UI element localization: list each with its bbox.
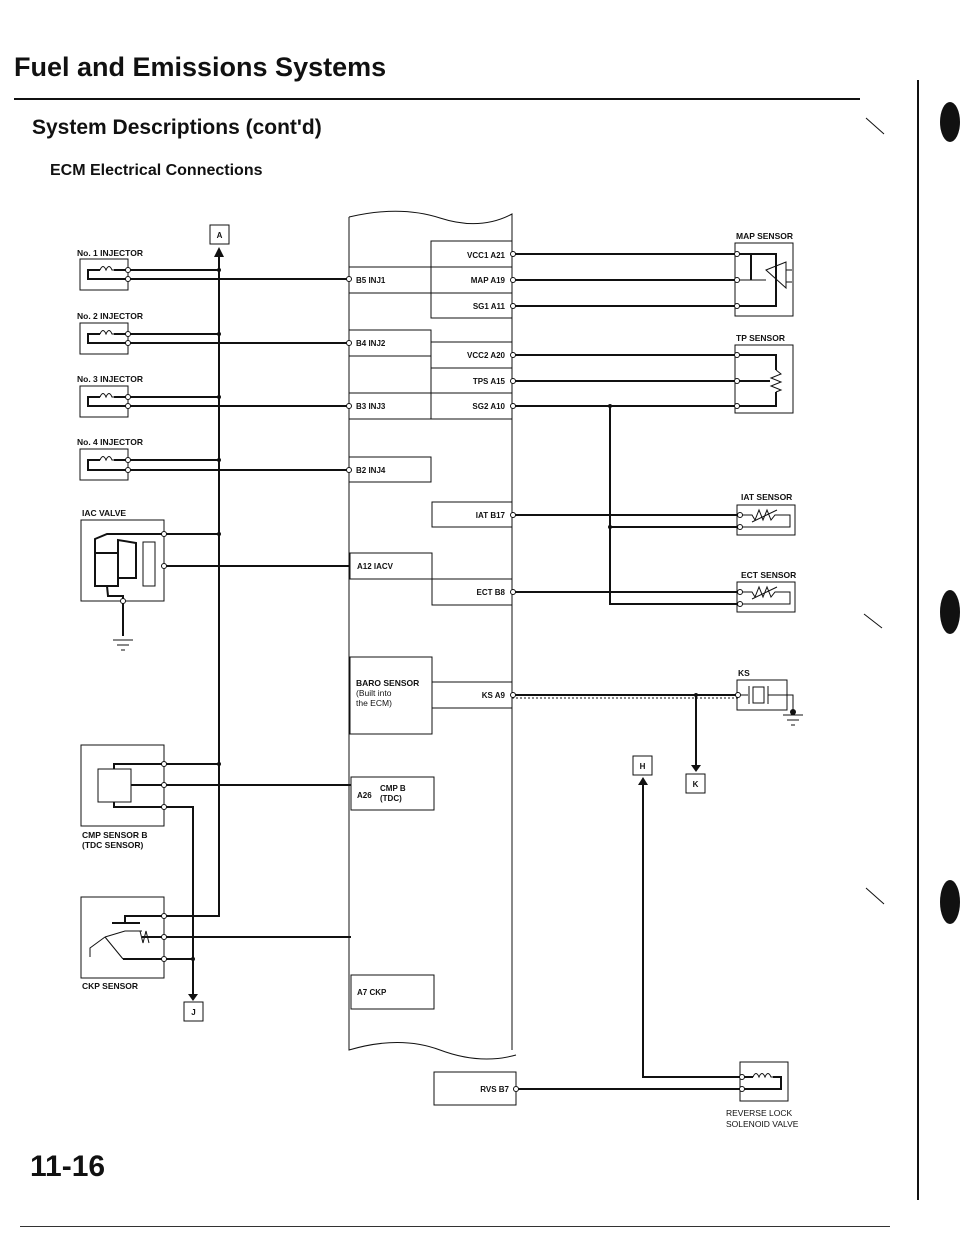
pin-inj1: B5 INJ1 (356, 276, 386, 285)
pin-inj2: B4 INJ2 (356, 339, 386, 348)
iat-sensor-label: IAT SENSOR (741, 492, 792, 502)
pin-ect: ECT B8 (477, 588, 506, 597)
connector-k-label: K (693, 780, 699, 789)
pin-cmp-name: CMP B (380, 784, 406, 793)
baro-label-3: the ECM) (356, 698, 392, 708)
map-sensor-label: MAP SENSOR (736, 231, 793, 241)
diagram-title: ECM Electrical Connections (50, 162, 263, 179)
ecm-outline (348, 210, 517, 1060)
ecm-pin-boxes (348, 240, 517, 1106)
tp-sensor-label: TP SENSOR (736, 333, 785, 343)
injector2-label: No. 2 INJECTOR (77, 311, 143, 321)
injector3-label: No. 3 INJECTOR (77, 374, 143, 384)
pin-iacv: A12 IACV (357, 562, 394, 571)
pin-rvs: RVS B7 (480, 1085, 509, 1094)
pin-tps: TPS A15 (473, 377, 506, 386)
arrow-up-icon (638, 777, 648, 785)
pin-map: MAP A19 (471, 276, 506, 285)
pin-cmp-tdc: (TDC) (380, 794, 402, 803)
injector-1 (79, 258, 352, 291)
connector-h-label: H (640, 762, 646, 771)
pin-ks: KS A9 (482, 691, 506, 700)
arrow-up-icon (214, 247, 224, 257)
pin-inj4: B2 INJ4 (356, 466, 386, 475)
power-bus-wire (164, 255, 220, 917)
connector-a-label: A (217, 231, 223, 240)
connector-k (685, 773, 706, 794)
pin-inj3: B3 INJ3 (356, 402, 386, 411)
footer-rule (20, 1226, 890, 1227)
baro-label-2: (Built into (356, 688, 392, 698)
ckp-label: CKP SENSOR (82, 981, 138, 991)
pin-iat: IAT B17 (476, 511, 506, 520)
map-sensor: MAP SENSOR (510, 231, 794, 317)
arrow-down-icon (691, 765, 701, 772)
rvs-label-1: REVERSE LOCK (726, 1108, 792, 1118)
cmp-label-2: (TDC SENSOR) (82, 840, 144, 850)
ground-icon (783, 714, 803, 726)
header-rule (14, 98, 860, 100)
ect-sensor-label: ECT SENSOR (741, 570, 796, 580)
connector-h (632, 755, 653, 776)
ground-icon (113, 639, 133, 651)
ks-label: KS (738, 668, 750, 678)
tp-sensor: TP SENSOR (510, 333, 794, 414)
cmp-label-1: CMP SENSOR B (82, 830, 148, 840)
section-title: Fuel and Emissions Systems (14, 52, 387, 82)
sensor-ground-wire (609, 406, 740, 605)
pin-sg1: SG1 A11 (473, 302, 506, 311)
iat-sensor: IAT SENSOR (510, 492, 796, 536)
connector-j (183, 1001, 204, 1022)
iac-valve-label: IAC VALVE (82, 508, 126, 518)
injectors: No. 1 INJECTOR No. 2 INJECTOR No. 3 INJE… (77, 248, 352, 481)
injector4-label: No. 4 INJECTOR (77, 437, 143, 447)
subtitle: System Descriptions (cont'd) (32, 116, 322, 139)
page-edge-marks (863, 80, 960, 1200)
knock-sensor: KS K (510, 668, 803, 794)
reverse-lock-solenoid: H REVERSE LOCK SOLENOID VALVE (513, 755, 799, 1129)
ckp-sensor: CKP SENSOR J (80, 896, 351, 1022)
rvs-label-2: SOLENOID VALVE (726, 1119, 799, 1129)
injector-4 (79, 448, 352, 481)
ect-sensor: ECT SENSOR (510, 570, 796, 613)
pin-vcc1: VCC1 A21 (467, 251, 505, 260)
pin-ckp: A7 CKP (357, 988, 387, 997)
iac-valve: IAC VALVE (80, 508, 349, 651)
connector-a (209, 224, 230, 245)
pin-cmp: A26 (357, 791, 372, 800)
connector-j-label: J (191, 1008, 195, 1017)
baro-label-1: BARO SENSOR (356, 678, 419, 688)
injector-3 (79, 385, 352, 418)
injector-2 (79, 322, 352, 355)
pin-vcc2: VCC2 A20 (467, 351, 505, 360)
page-number: 11-16 (30, 1150, 106, 1183)
pin-sg2: SG2 A10 (472, 402, 505, 411)
cmp-sensor: CMP SENSOR B (TDC SENSOR) (80, 744, 351, 995)
arrow-down-icon (188, 994, 198, 1001)
injector1-label: No. 1 INJECTOR (77, 248, 143, 258)
